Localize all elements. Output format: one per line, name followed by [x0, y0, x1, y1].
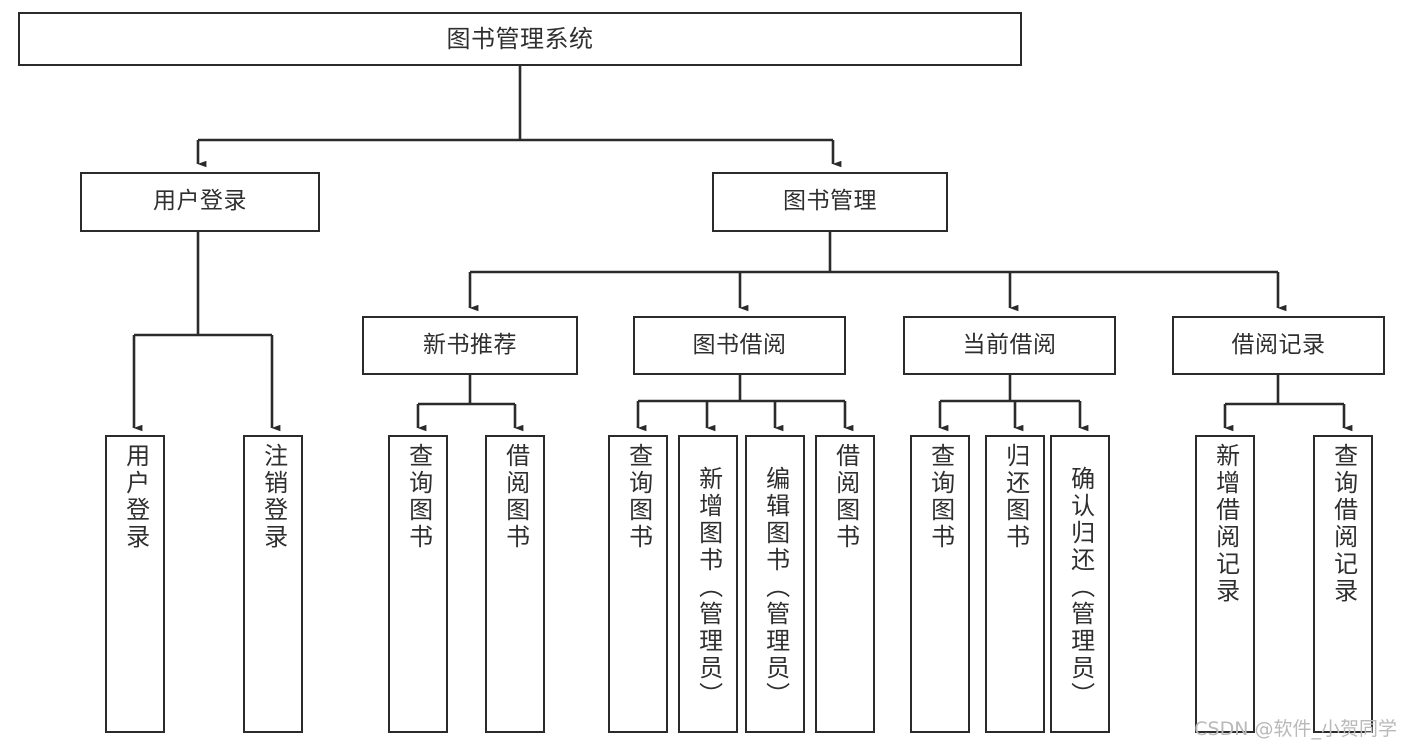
node-label: 新增图书（管理员）	[694, 465, 723, 709]
node-label: 借阅图书	[831, 443, 860, 551]
node-label: 新增借阅记录	[1211, 443, 1240, 605]
node-label: 借阅图书	[501, 443, 530, 551]
node-label: 用户登录	[121, 443, 150, 551]
node-label: 编辑图书（管理员）	[761, 465, 790, 709]
node-label: 归还图书	[1001, 443, 1030, 551]
leaf-return-book[interactable]: 归还图书	[985, 435, 1045, 733]
node-borrow-record[interactable]: 借阅记录	[1172, 316, 1385, 375]
leaf-edit-book-admin[interactable]: 编辑图书（管理员）	[745, 435, 805, 733]
node-new-book-recommend[interactable]: 新书推荐	[362, 316, 578, 375]
node-root-book-management-system[interactable]: 图书管理系统	[18, 12, 1022, 66]
node-label: 确认归还（管理员）	[1066, 465, 1095, 709]
leaf-query-book-borrow[interactable]: 查询图书	[608, 435, 668, 733]
csdn-watermark: CSDN @软件_小贺同学	[1194, 718, 1397, 740]
leaf-add-borrow-record[interactable]: 新增借阅记录	[1195, 435, 1255, 733]
node-current-borrow[interactable]: 当前借阅	[903, 316, 1116, 375]
node-label: 注销登录	[259, 443, 288, 551]
leaf-borrow-book-borrow[interactable]: 借阅图书	[815, 435, 875, 733]
leaf-user-login[interactable]: 用户登录	[105, 435, 165, 733]
node-user-login[interactable]: 用户登录	[80, 172, 320, 232]
node-book-borrow[interactable]: 图书借阅	[633, 316, 846, 375]
leaf-query-book-recommend[interactable]: 查询图书	[388, 435, 448, 733]
node-label: 图书管理	[783, 188, 877, 215]
node-book-management[interactable]: 图书管理	[712, 172, 948, 232]
leaf-add-book-admin[interactable]: 新增图书（管理员）	[678, 435, 738, 733]
leaf-query-book-current[interactable]: 查询图书	[910, 435, 970, 733]
node-label: 图书借阅	[692, 331, 787, 358]
node-label: 新书推荐	[423, 331, 517, 358]
node-label: 查询图书	[404, 443, 433, 551]
node-label: 当前借阅	[962, 331, 1057, 358]
leaf-logout-login[interactable]: 注销登录	[243, 435, 303, 733]
node-label: 借阅记录	[1231, 331, 1326, 358]
leaf-query-borrow-record[interactable]: 查询借阅记录	[1313, 435, 1373, 733]
leaf-borrow-book-recommend[interactable]: 借阅图书	[485, 435, 545, 733]
node-label: 查询借阅记录	[1329, 443, 1358, 605]
node-label: 用户登录	[153, 188, 247, 215]
node-label: 图书管理系统	[446, 24, 594, 53]
node-label: 查询图书	[926, 443, 955, 551]
node-label: 查询图书	[624, 443, 653, 551]
leaf-confirm-return-admin[interactable]: 确认归还（管理员）	[1050, 435, 1110, 733]
